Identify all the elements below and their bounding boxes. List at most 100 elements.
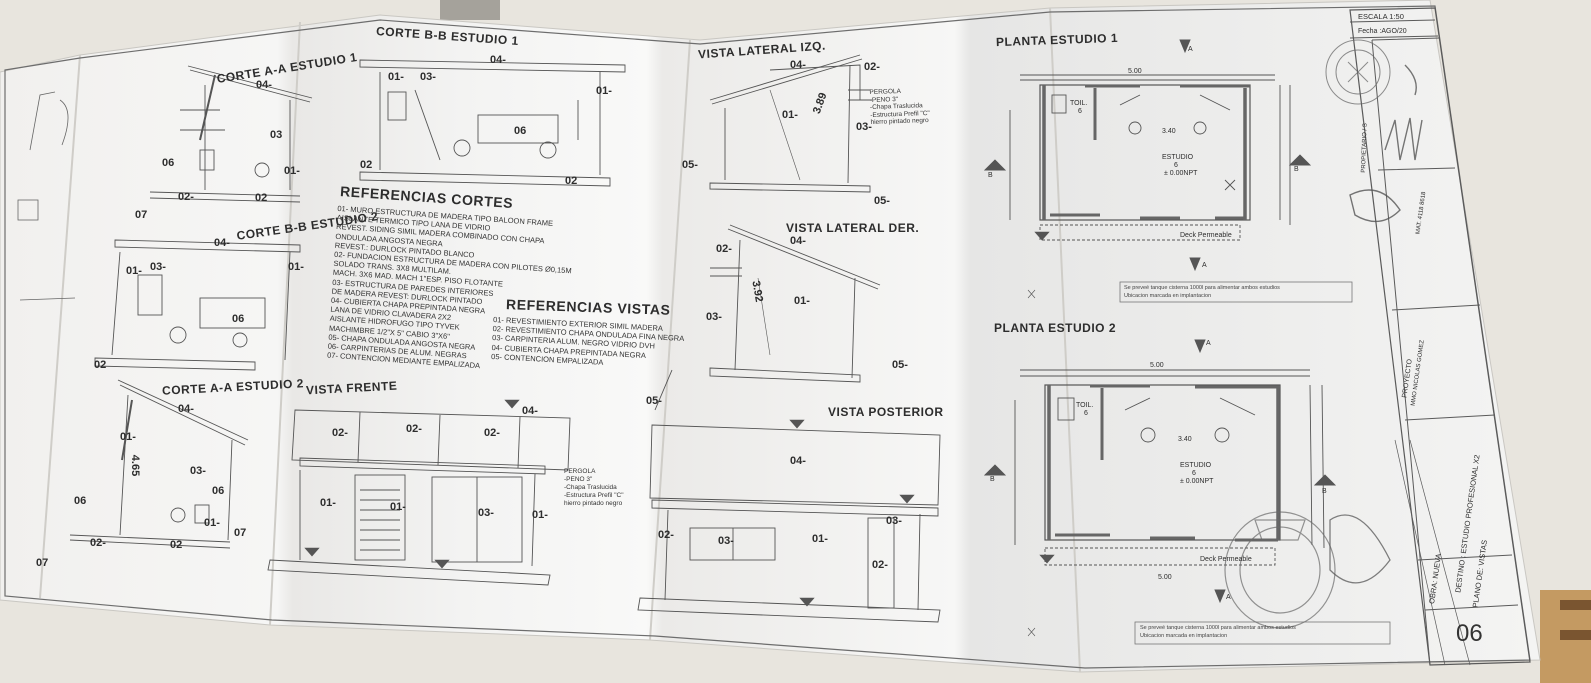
- marker-b-right-2: B: [1322, 488, 1327, 495]
- marker-a-top-2: A: [1206, 340, 1211, 347]
- code-03: 03-: [886, 515, 902, 527]
- planta-estudio-1: [983, 39, 1312, 272]
- code-01: 01-: [794, 295, 810, 307]
- code-02: 02: [94, 359, 107, 371]
- corte-bb-estudio-2: [94, 239, 301, 371]
- code-01: 01-: [284, 165, 300, 177]
- paper-sheet: [0, 0, 1541, 673]
- height-corte-aa2: 4.65: [129, 454, 142, 477]
- marker-b-left-2: B: [990, 476, 995, 483]
- code-02: 02: [360, 159, 373, 171]
- code-01: 01-: [388, 71, 404, 83]
- code-04: 04-: [256, 79, 272, 91]
- code-02: 02-: [658, 529, 674, 541]
- code-03: 03: [270, 129, 283, 141]
- code-02: 02-: [864, 61, 880, 73]
- estudio-label-2: ESTUDIO: [1180, 462, 1212, 469]
- note-2b: Ubicacion marcada en implantacion: [1140, 633, 1228, 639]
- dim-2-bottom: 5.00: [1158, 574, 1172, 581]
- note-2a: Se preveé tanque cisterna 1000l para ali…: [1140, 625, 1296, 631]
- marker-a-bottom-2: A: [1226, 594, 1231, 601]
- corte-aa-estudio-2: [69, 379, 249, 549]
- note-box-1: [1119, 281, 1353, 303]
- vista-lateral-der-title: VISTA LATERAL DER.: [786, 221, 920, 235]
- pergola-note-lateral: PERGOLA-PENO 3"-Chapa Traslucida-Estruct…: [869, 87, 930, 127]
- code-04: 04-: [178, 403, 194, 415]
- code-05: 05-: [874, 195, 890, 207]
- code-02: 02-: [332, 427, 348, 439]
- note-1b: Ubicacion marcada en implantacion: [1124, 293, 1212, 299]
- toil-label-1: TOIL.: [1070, 100, 1088, 107]
- vista-lateral-izq: [709, 54, 872, 193]
- code-04: 04-: [214, 237, 230, 249]
- code-06: 06: [514, 125, 527, 137]
- code-01: 01-: [320, 497, 336, 509]
- code-02: 02: [255, 192, 268, 204]
- code-02: 02: [565, 175, 578, 187]
- code-05: 05-: [682, 159, 698, 171]
- code-03: 03-: [706, 311, 722, 323]
- dim-1: 5.00: [1128, 68, 1142, 75]
- note-box-2: [1134, 621, 1391, 645]
- code-02: 02-: [484, 427, 500, 439]
- vista-posterior: [637, 424, 941, 623]
- dim-inner-2: 3.40: [1178, 436, 1192, 443]
- dim-inner-1: 3.40: [1162, 128, 1176, 135]
- circular-stamp-top: [1325, 39, 1391, 105]
- code-02: 02-: [178, 191, 194, 203]
- code-03: 03-: [420, 71, 436, 83]
- planta-estudio-2: [983, 339, 1337, 604]
- corte-bb-estudio-1: [359, 59, 626, 187]
- code-06: 06: [212, 485, 225, 497]
- left-edge-detail: [17, 91, 76, 301]
- code-03: 03-: [718, 535, 734, 547]
- marker-b-left-1: B: [988, 172, 993, 179]
- code-04: 04-: [790, 59, 806, 71]
- level-markers: [304, 231, 1055, 637]
- signature-bottom: [1329, 514, 1391, 584]
- level-1: ± 0.00NPT: [1164, 170, 1198, 177]
- corte-aa-estudio-1: [149, 65, 313, 203]
- estudio-label-1: ESTUDIO: [1162, 154, 1194, 161]
- code-01: 01-: [120, 431, 136, 443]
- code-06: 06: [232, 313, 245, 325]
- code-02: 02-: [872, 559, 888, 571]
- height-lateral-der: 3.92: [749, 279, 765, 304]
- planta-2-title: PLANTA ESTUDIO 2: [994, 321, 1117, 335]
- note-1a: Se preveé tanque cisterna 1000l para ali…: [1124, 285, 1280, 291]
- code-01: 01-: [126, 265, 142, 277]
- code-04: 04-: [790, 455, 806, 467]
- estudio-num-2: 6: [1192, 470, 1196, 477]
- code-05: 05-: [646, 395, 662, 407]
- code-03: 03-: [190, 465, 206, 477]
- code-01: 01-: [596, 85, 612, 97]
- marker-b-right-1: B: [1294, 166, 1299, 173]
- toil-label-2: TOIL.: [1076, 402, 1094, 409]
- code-01: 01-: [812, 533, 828, 545]
- code-01: 01-: [204, 517, 220, 529]
- code-02: 02-: [90, 537, 106, 549]
- code-02: 02: [170, 539, 183, 551]
- code-01: 01-: [782, 109, 798, 121]
- escala-label: ESCALA 1:50: [1358, 12, 1404, 21]
- fecha-label: Fecha :AGO/20: [1358, 28, 1407, 35]
- dim-2: 5.00: [1150, 362, 1164, 369]
- title-block: [1349, 7, 1531, 666]
- vista-frente: [267, 409, 571, 586]
- signature-top: [1349, 64, 1423, 223]
- code-04: 04-: [522, 405, 538, 417]
- vista-posterior-title: VISTA POSTERIOR: [828, 405, 944, 419]
- circular-stamp-bottom: [1224, 511, 1336, 629]
- vista-lateral-der: [654, 224, 881, 411]
- estudio-num-1: 6: [1174, 162, 1178, 169]
- code-01: 01-: [390, 501, 406, 513]
- code-03: 03-: [478, 507, 494, 519]
- code-02: 02-: [406, 423, 422, 435]
- code-06: 06: [162, 157, 175, 169]
- toil-num-1: 6: [1078, 108, 1082, 115]
- code-03: 03-: [856, 121, 872, 133]
- code-07: 07: [36, 557, 49, 569]
- level-2: ± 0.00NPT: [1180, 478, 1214, 485]
